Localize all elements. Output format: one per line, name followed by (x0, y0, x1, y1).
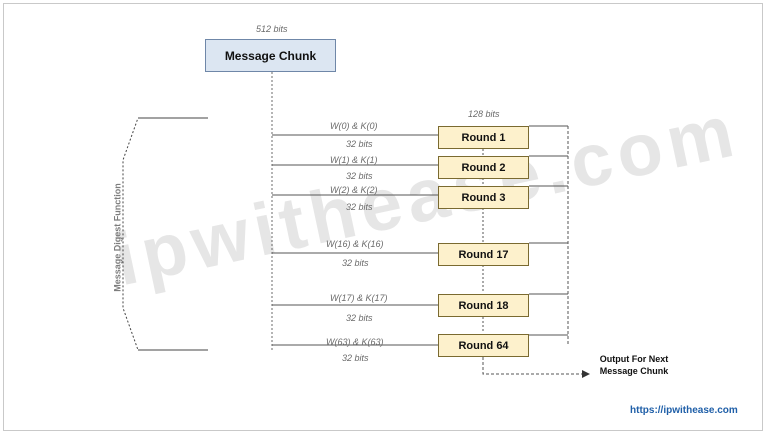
output-arrow-line (482, 357, 582, 375)
round-17-bits-label: 32 bits (342, 258, 369, 268)
digest-bracket (122, 117, 208, 351)
message-chunk-box: Message Chunk (205, 39, 336, 72)
round-64-box: Round 64 (438, 334, 529, 357)
round-2-bits-label: 32 bits (346, 171, 373, 181)
message-size-label: 512 bits (256, 24, 288, 34)
round-18-bits-label: 32 bits (346, 313, 373, 323)
diagram-frame (3, 3, 763, 431)
round-3-box: Round 3 (438, 186, 529, 209)
round-2-input-label: W(1) & K(1) (330, 155, 378, 165)
round-1-bits-label: 32 bits (346, 139, 373, 149)
round-3-bits-label: 32 bits (346, 202, 373, 212)
round-3-input-label: W(2) & K(2) (330, 185, 378, 195)
round-18-box: Round 18 (438, 294, 529, 317)
message-digest-function-label: Message Digest Function (112, 183, 123, 292)
round-64-bits-label: 32 bits (342, 353, 369, 363)
round-17-box: Round 17 (438, 243, 529, 266)
round-1-input-label: W(0) & K(0) (330, 121, 378, 131)
footer-url[interactable]: https://ipwithease.com (630, 405, 738, 416)
round-1-box: Round 1 (438, 126, 529, 149)
round-2-box: Round 2 (438, 156, 529, 179)
round-18-input-label: W(17) & K(17) (330, 293, 388, 303)
output-next-chunk-label: Output For Next Message Chunk (599, 354, 669, 376)
round-size-label: 128 bits (468, 109, 500, 119)
round-17-input-label: W(16) & K(16) (326, 239, 384, 249)
round-64-input-label: W(63) & K(63) (326, 337, 384, 347)
output-arrow-head (582, 370, 590, 378)
